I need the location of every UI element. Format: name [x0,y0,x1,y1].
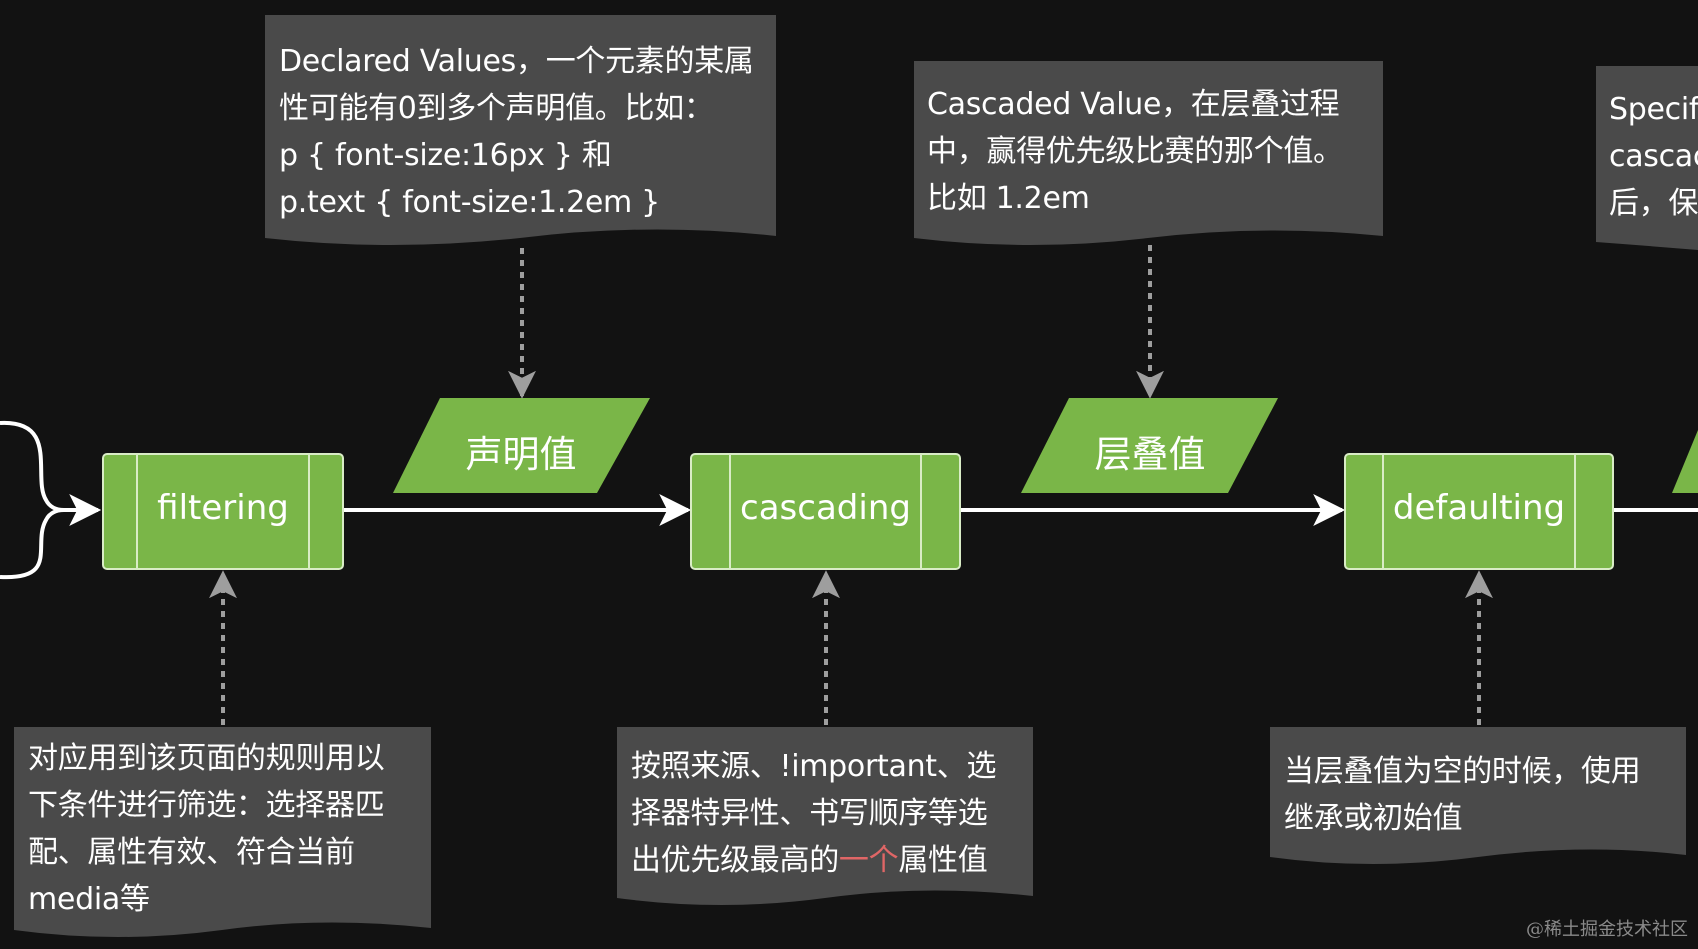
note-cascading-line: 出优先级最高的一个属性值 [631,837,996,884]
value-cascaded-shape [1021,398,1278,493]
process-cascading-label: cascading [740,488,911,528]
note-defaulting-line: 当层叠值为空的时候，使用 [1284,754,1641,789]
note-filtering-line: 下条件进行筛选：选择器匹 [28,788,385,823]
note-declared-bg [265,15,776,245]
note-cascaded-bg [914,61,1383,245]
note-filtering: 对应用到该页面的规则用以下条件进行筛选：选择器匹配、属性有效、符合当前 media… [28,735,385,923]
note-declared-line: p { font-size:16px } 和 [279,138,612,173]
note-defaulting-bg [1270,727,1686,864]
note-specified-line: Specif [1609,92,1698,127]
process-defaulting-label: defaulting [1392,488,1566,528]
note-cascading-highlight: 一个 [838,843,899,878]
note-cascading: 按照来源、!important、选择器特异性、书写顺序等选出优先级最高的一个属性… [631,743,996,884]
note-filtering-bg [14,727,431,937]
value-next-shape [1672,430,1698,493]
note-declared-line: Declared Values，一个元素的某属 [279,44,754,79]
note-filtering-line: 对应用到该页面的规则用以 [28,741,385,776]
note-cascaded-line: 中，赢得优先级比赛的那个值。 [927,134,1343,169]
note-defaulting: 当层叠值为空的时候，使用继承或初始值 [1284,748,1641,842]
note-cascading-bg [617,727,1033,905]
note-defaulting-line: 继承或初始值 [1284,801,1463,836]
note-filtering-line: 配、属性有效、符合当前 [28,835,355,870]
watermark: @稀土掘金技术社区 [1526,919,1688,940]
note-cascaded: Cascaded Value，在层叠过程中，赢得优先级比赛的那个值。比如 1.2… [927,81,1343,222]
value-cascaded-label: 层叠值 [1094,433,1206,476]
note-specified: Specif cascac 后，保 [1609,86,1698,227]
note-cascaded-line: 比如 1.2em [927,181,1090,216]
note-declared-line: 性可能有0到多个声明值。比如： [279,91,714,126]
note-filtering-line: media等 [28,882,150,917]
note-cascading-text: 属性值 [898,843,988,878]
value-declared-label: 声明值 [465,433,577,476]
process-filtering-label: filtering [157,488,289,528]
process-defaulting [1344,453,1614,570]
process-cascading [690,453,961,570]
note-cascading-text: 出优先级最高的 [631,843,839,878]
note-declared: Declared Values，一个元素的某属性可能有0到多个声明值。比如： p … [279,38,754,226]
note-declared-line: p.text { font-size:1.2em } [279,185,660,220]
input-brace [0,420,65,580]
note-cascading-line: 按照来源、!important、选 [631,749,997,784]
note-cascaded-line: Cascaded Value，在层叠过程 [927,87,1340,122]
note-specified-line: cascac [1609,139,1698,174]
note-specified-bg [1596,66,1698,250]
value-declared-shape [393,398,650,493]
note-specified-line: 后，保 [1609,186,1698,221]
process-filtering [102,453,344,570]
note-cascading-line: 择器特异性、书写顺序等选 [631,796,988,831]
